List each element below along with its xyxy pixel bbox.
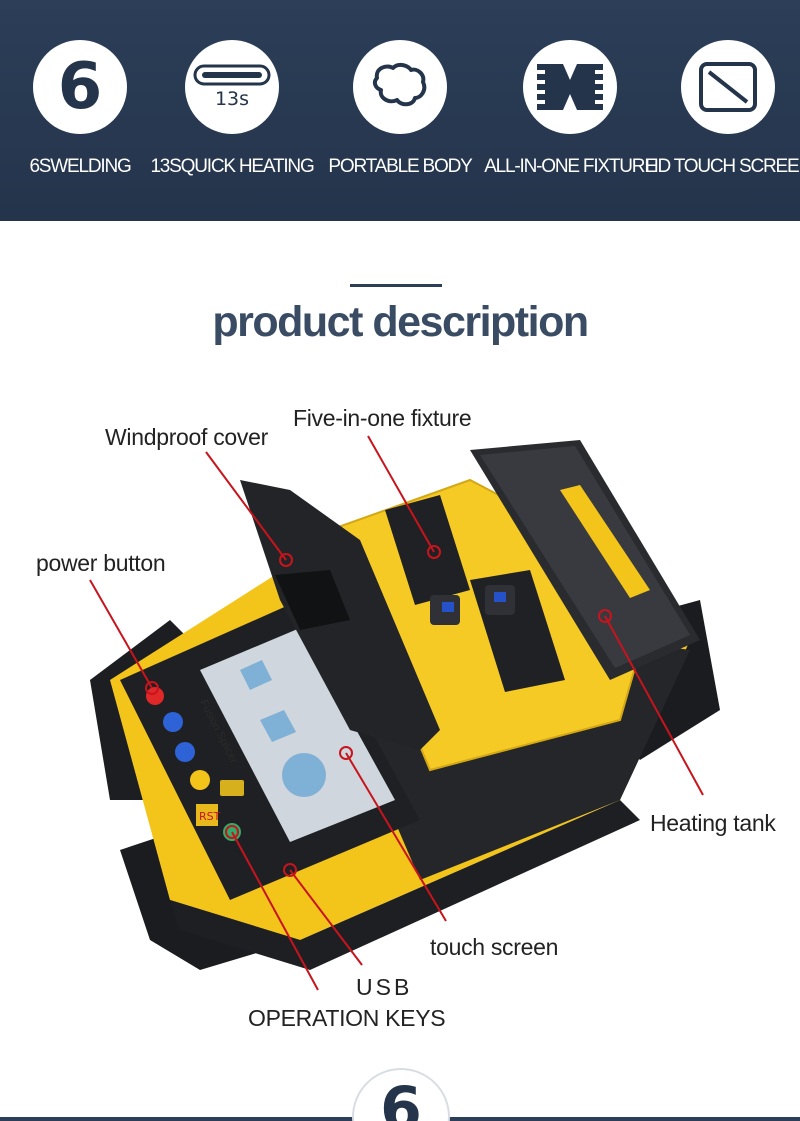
- marker-operation-keys: [225, 825, 239, 839]
- up-key-icon: [163, 712, 183, 732]
- down-key-icon: [175, 742, 195, 762]
- bottom-digit-badge: 6: [352, 1068, 450, 1121]
- leader-heating-tank: [604, 615, 704, 796]
- label-operation-keys: OPERATION KEYS: [248, 1005, 446, 1031]
- touch-screen-icon: [681, 40, 775, 134]
- marker-fixture: [427, 545, 441, 559]
- leader-operation-keys: [231, 831, 319, 991]
- leader-power-button: [89, 579, 153, 689]
- label-heating-tank: Heating tank: [650, 810, 776, 836]
- windproof-cover-window: [275, 570, 350, 630]
- feature-caption: 13SQUICK HEATING: [150, 156, 314, 177]
- feature-heating: 13s 13SQUICK HEATING: [150, 40, 315, 210]
- usb-port: [220, 780, 244, 796]
- electrode-right: [494, 592, 506, 602]
- section-title: product description: [212, 298, 589, 346]
- leader-fixture: [367, 435, 435, 553]
- digit-6-icon: 6: [33, 40, 127, 134]
- label-windproof-cover: Windproof cover: [105, 424, 268, 450]
- reset-key-label: RST: [199, 810, 221, 823]
- feature-portable: PORTABLE BODY: [320, 40, 480, 210]
- heating-tank-lid: [480, 446, 690, 668]
- marker-touch-screen: [339, 746, 353, 760]
- feature-caption: PORTABLE BODY: [328, 156, 472, 177]
- label-five-in-one-fixture: Five-in-one fixture: [293, 405, 472, 431]
- feature-banner: 6 6SWELDING 13s 13SQUICK HEATING PORTABL…: [0, 0, 800, 221]
- electrode-left: [442, 602, 454, 612]
- heading-divider: [350, 284, 442, 287]
- device-base: [170, 800, 640, 970]
- label-touch-screen: touch screen: [430, 934, 559, 960]
- marker-heating-tank: [598, 609, 612, 623]
- fusion-splicer-image: RST Fusion Splicer: [89, 435, 720, 991]
- marker-windproof-cover: [279, 553, 293, 567]
- screen-tile: [260, 710, 296, 742]
- label-power-button: power button: [36, 550, 166, 576]
- leader-usb: [289, 869, 363, 966]
- leader-windproof-cover: [205, 451, 287, 561]
- leader-touch-screen: [345, 752, 447, 922]
- feature-welding: 6 6SWELDING: [0, 40, 160, 210]
- feature-caption: ALL-IN-ONE FIXTURE: [484, 156, 657, 177]
- cancel-key-icon: [190, 770, 210, 790]
- heater-13s-icon: 13s: [185, 40, 279, 134]
- reset-key-icon: [196, 804, 218, 826]
- fixture-icon: [523, 40, 617, 134]
- heater-strip: [560, 485, 650, 598]
- settings-gear-icon: [282, 753, 326, 797]
- screen-tile: [240, 660, 272, 690]
- product-illustration: RST Fusion Splicer: [0, 380, 800, 1060]
- feature-caption: HD TOUCH SCREEN: [644, 156, 800, 177]
- feature-fixture: ALL-IN-ONE FIXTURE: [484, 40, 657, 210]
- power-icon: [146, 687, 164, 705]
- marker-power-button: [145, 681, 159, 695]
- marker-usb: [283, 863, 297, 877]
- feature-caption: 6SWELDING: [29, 156, 131, 177]
- label-usb: USB: [356, 974, 413, 1000]
- feature-touch-screen: HD TOUCH SCREEN: [645, 40, 800, 210]
- portable-body-icon: [353, 40, 447, 134]
